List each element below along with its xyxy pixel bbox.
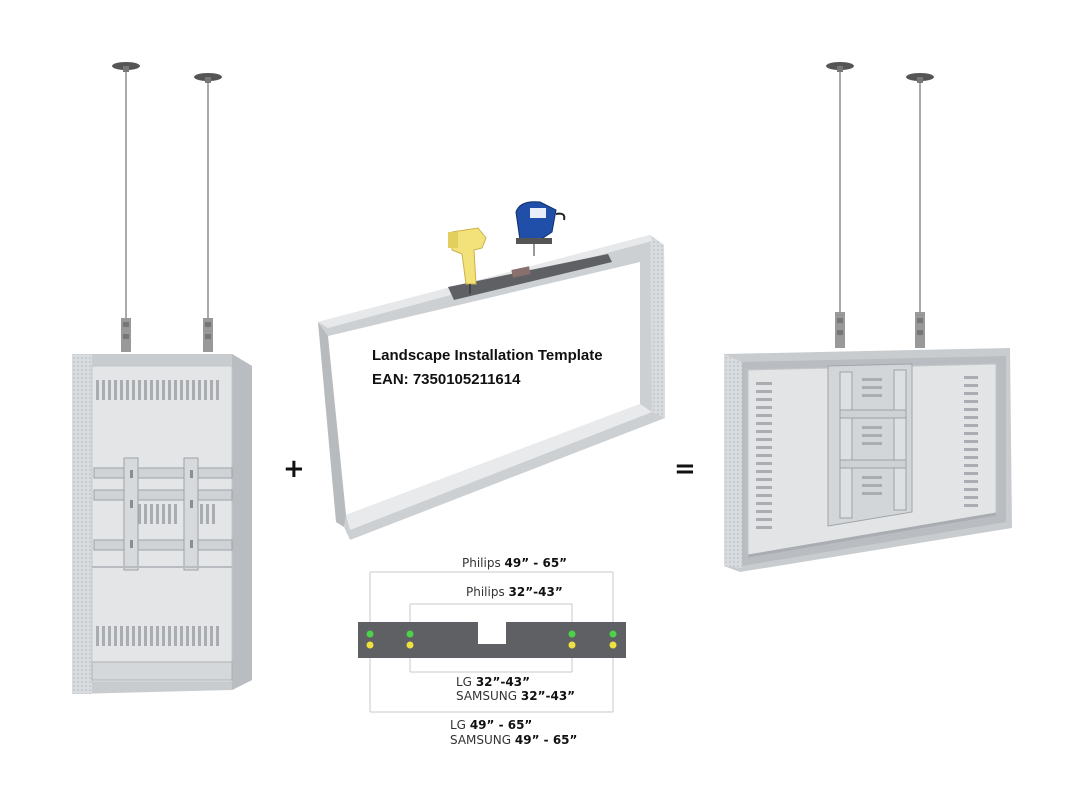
landscape-enclosure <box>724 62 1012 572</box>
plus-sign: + <box>283 454 305 484</box>
hole-yellow <box>366 641 374 649</box>
template-schematic <box>358 571 626 713</box>
hole-yellow <box>568 641 576 649</box>
equals-sign: = <box>674 454 696 484</box>
hole-yellow <box>406 641 414 649</box>
hole-green <box>406 630 414 638</box>
template-frame <box>318 235 665 540</box>
jigsaw-icon <box>515 201 566 256</box>
ceiling-mount-right-b <box>906 73 934 348</box>
dim-lg-small: LG 32”-43” <box>456 675 530 689</box>
template-bracket-on-frame <box>448 254 612 300</box>
ceiling-mount-left-a <box>112 62 140 352</box>
hole-green <box>609 630 617 638</box>
dim-philips-small: Philips 32”-43” <box>466 585 563 599</box>
dim-samsung-small: SAMSUNG 32”-43” <box>456 689 576 703</box>
vesa-bracket-portrait <box>93 457 233 571</box>
template-cutout <box>478 622 506 644</box>
template-title: Landscape Installation Template <box>372 347 603 364</box>
ceiling-mount-left-b <box>194 73 222 352</box>
dim-samsung-large: SAMSUNG 49” - 65” <box>450 733 578 747</box>
glue-gun-icon <box>448 227 487 294</box>
portrait-enclosure <box>72 62 252 694</box>
dim-lg-large: LG 49” - 65” <box>450 718 533 732</box>
dim-philips-large: Philips 49” - 65” <box>462 556 568 570</box>
template-ean: EAN: 7350105211614 <box>372 371 521 388</box>
hole-yellow <box>609 641 617 649</box>
hole-green <box>366 630 374 638</box>
vesa-bracket-landscape <box>827 363 913 527</box>
ceiling-mount-right-a <box>826 62 854 348</box>
hole-green <box>568 630 576 638</box>
